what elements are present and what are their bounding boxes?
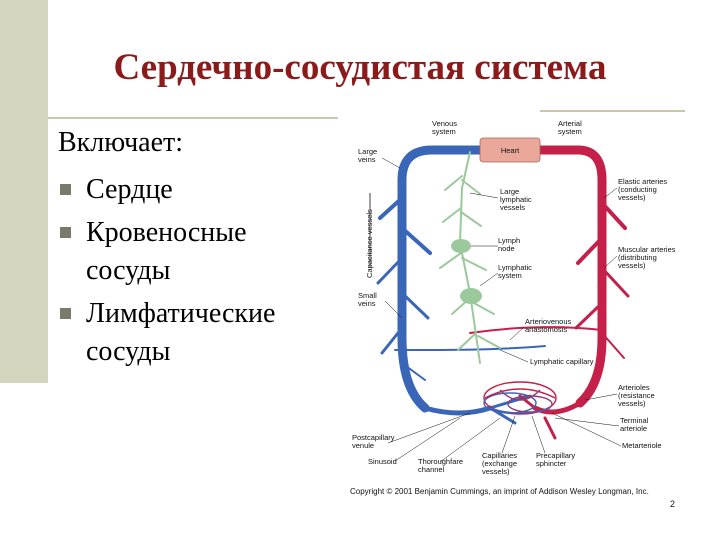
lymph-node-upper	[451, 239, 471, 253]
bullet-text: Лимфатические сосуды	[86, 298, 276, 367]
bullet-square-icon	[60, 184, 71, 195]
label-capacitance: Capacitance vessels	[365, 209, 374, 278]
bullet-list: Сердце Кровеносные сосуды Лимфатические …	[58, 171, 318, 376]
bullet-text: Сердце	[86, 174, 173, 205]
arterial-vessels	[469, 145, 630, 440]
bullet-item: Сердце	[58, 171, 318, 209]
intro-text: Включает:	[58, 127, 184, 158]
figure-copyright: Copyright © 2001 Benjamin Cummings, an i…	[350, 487, 649, 496]
heart-label: Heart	[501, 146, 520, 155]
page-number: 2	[670, 499, 676, 509]
bullet-text: Кровеносные сосуды	[86, 217, 247, 286]
label-sinusoid: Sinusoid	[368, 457, 397, 466]
slide-title: Сердечно-сосудистая система	[113, 47, 607, 88]
venous-vessels	[376, 145, 546, 425]
heart-shape	[479, 137, 541, 163]
sidebar-decoration	[0, 0, 48, 383]
capillary-bed	[483, 381, 557, 415]
lymph-node-lower	[460, 288, 482, 304]
bullet-item: Кровеносные сосуды	[58, 214, 318, 290]
bullet-square-icon	[60, 227, 71, 238]
label-metarteriole: Metarteriole	[622, 441, 662, 450]
bullet-item: Лимфатические сосуды	[58, 295, 318, 371]
label-lymphatic-capillary: Lymphatic capillary	[530, 357, 594, 366]
bullet-square-icon	[60, 308, 71, 319]
title-divider-right	[540, 110, 685, 112]
leader-lines	[381, 157, 622, 463]
title-divider-left	[48, 117, 338, 119]
